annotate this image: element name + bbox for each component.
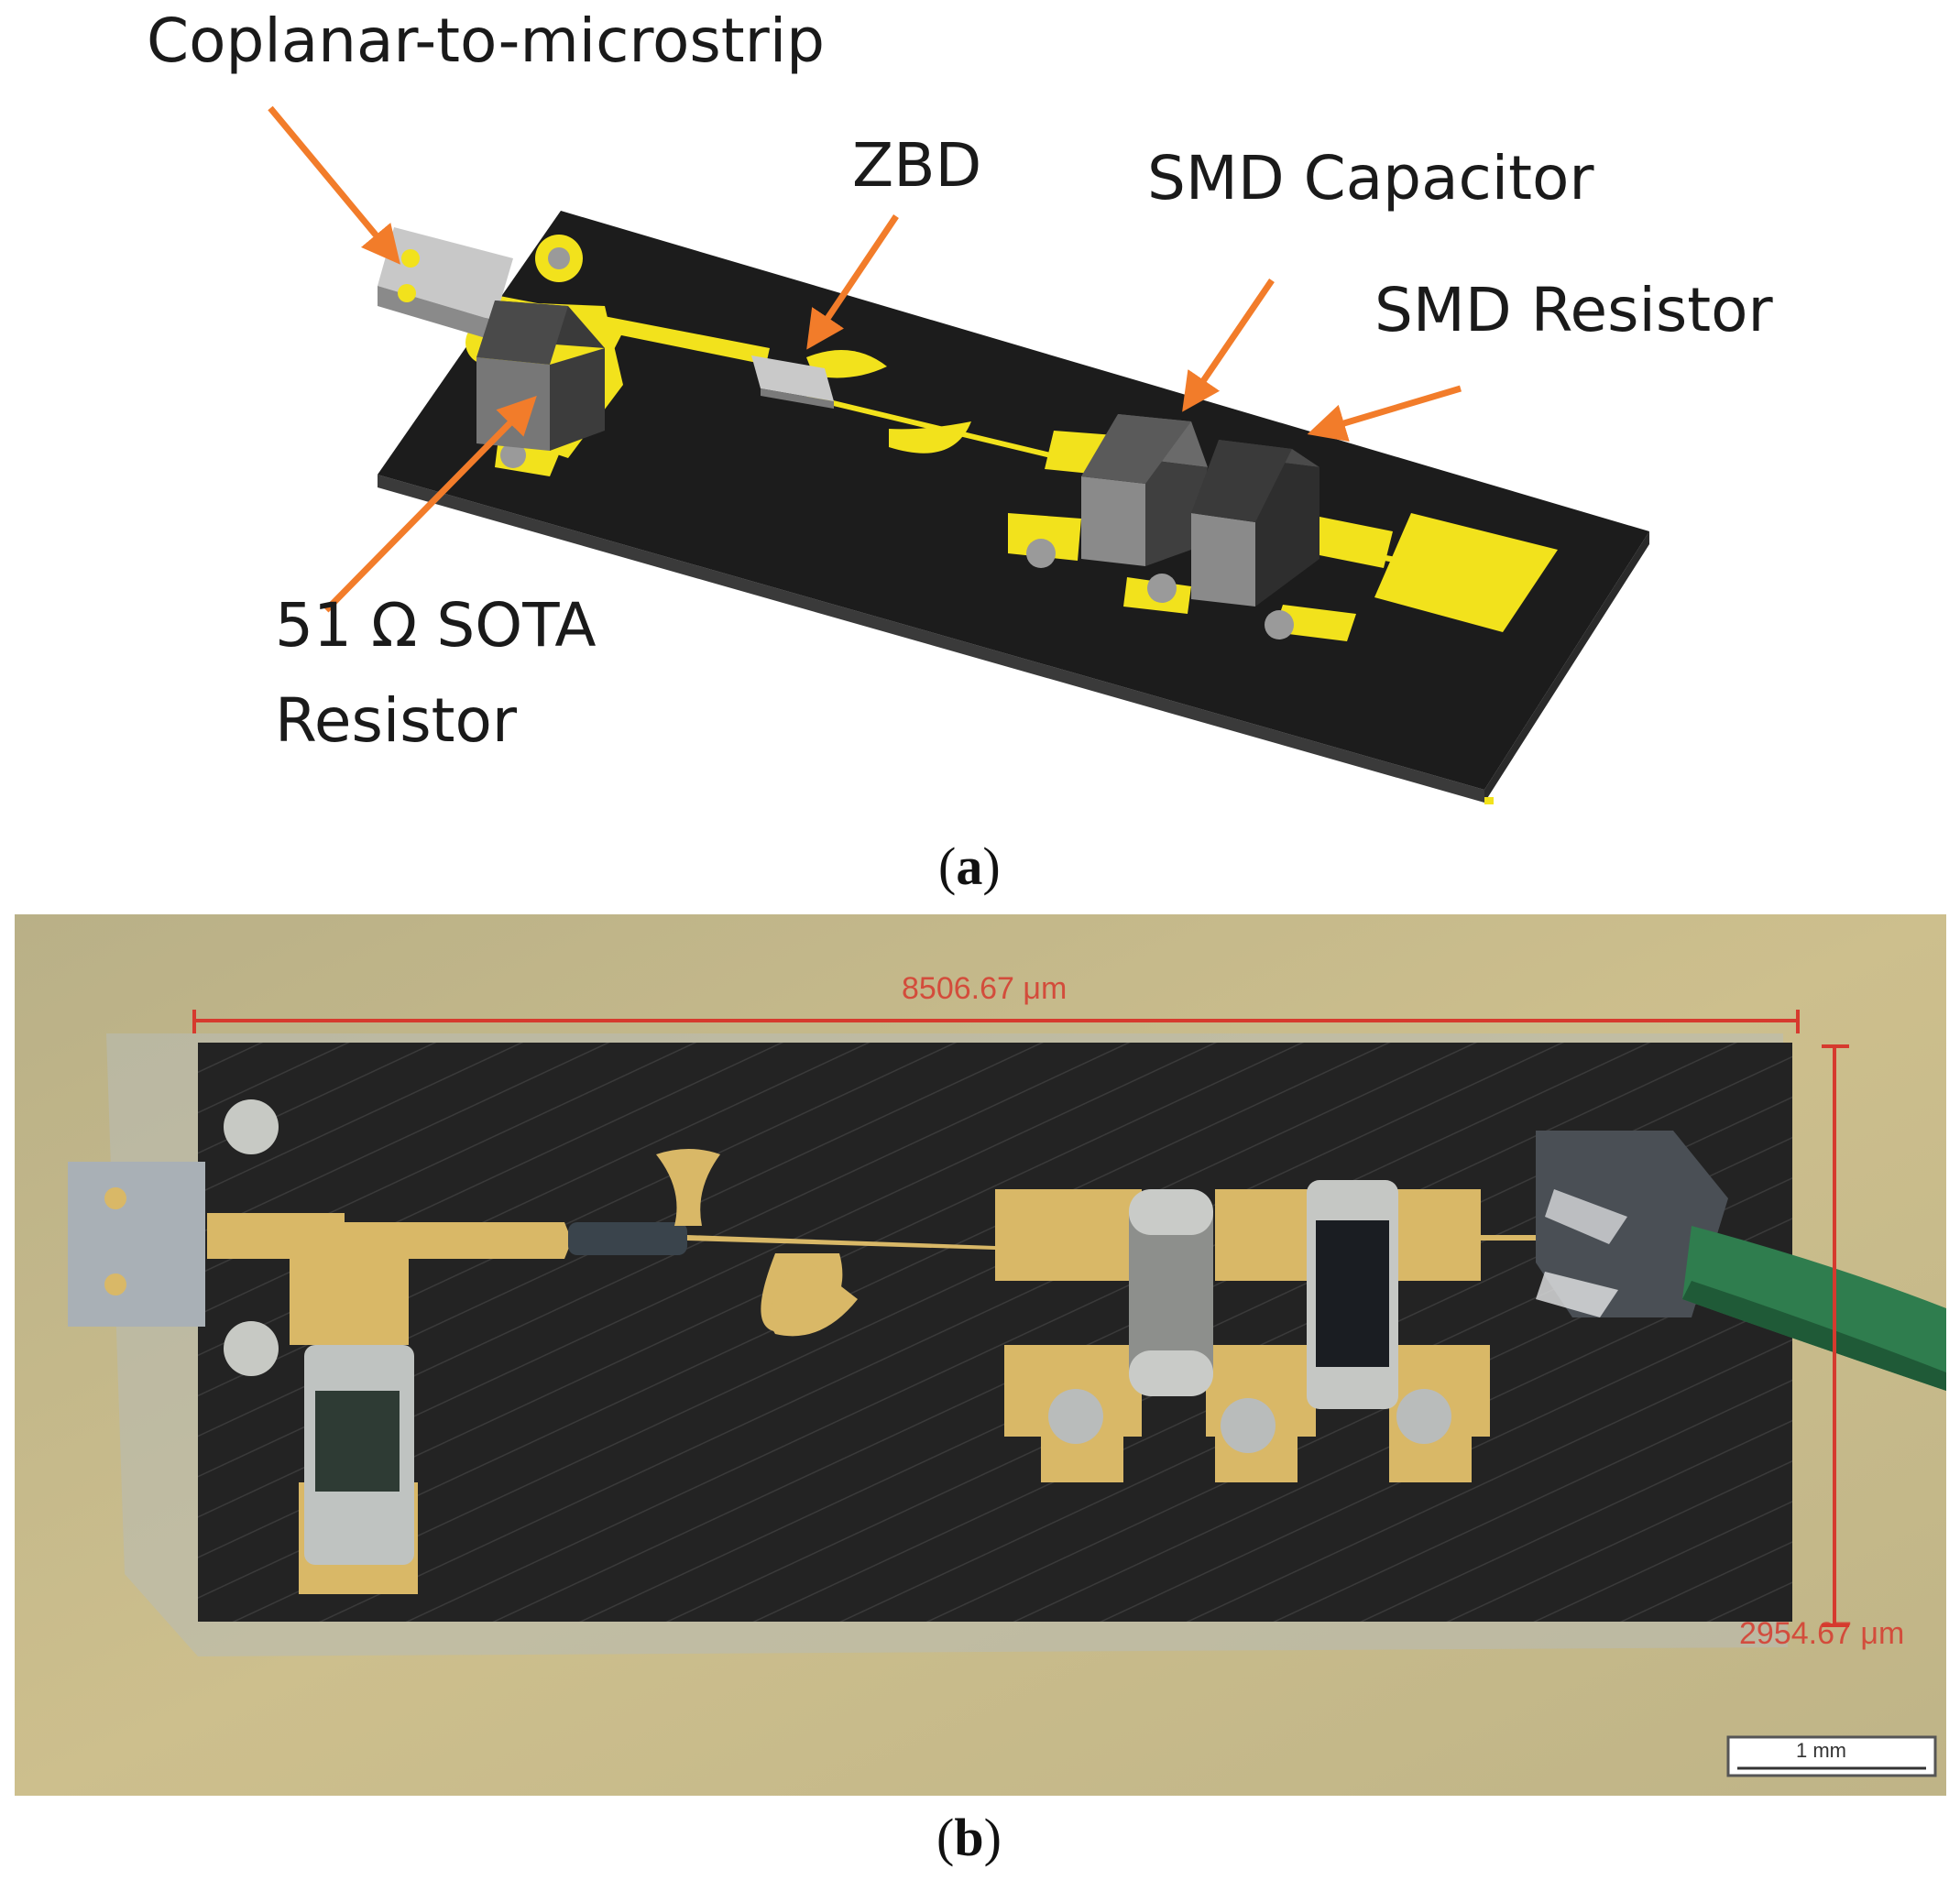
micrograph-drawing <box>15 914 1946 1796</box>
sota-resistor-core <box>315 1391 400 1492</box>
via-left-top <box>224 1099 279 1154</box>
smd-capacitor-end <box>1129 1350 1213 1396</box>
via-solder <box>1221 1398 1276 1453</box>
smd-capacitor-front <box>1081 476 1145 566</box>
sota-resistor-side <box>550 348 605 451</box>
smd-resistor-core <box>1316 1220 1389 1367</box>
smd-capacitor-cap <box>1081 414 1191 484</box>
silver-epoxy-highlight <box>1545 1189 1627 1244</box>
via-pad <box>500 443 526 468</box>
thin-trace <box>687 1235 995 1250</box>
smd-pad <box>1274 605 1356 641</box>
smd-resistor-front <box>1191 513 1255 607</box>
zbd-chip <box>751 355 834 401</box>
smd-capacitor <box>1129 1189 1213 1396</box>
output-pad <box>1374 513 1558 632</box>
panel-a-3d-model <box>268 105 1649 804</box>
via-pad <box>1026 539 1056 568</box>
label-zbd: ZBD <box>852 130 982 201</box>
via-pad <box>398 284 416 302</box>
caption-a: (a) <box>938 836 1001 896</box>
via-pad <box>401 249 420 268</box>
launcher-via <box>104 1187 126 1209</box>
smd-pad <box>1008 513 1081 561</box>
thin-line <box>806 394 1081 465</box>
via-pad <box>1265 610 1294 639</box>
circuit-hatch <box>198 1043 1792 1622</box>
arrow-zbd <box>806 214 899 350</box>
arrow-smd-capacitor <box>1182 279 1275 412</box>
panel-b-micrograph: 8506.67 μm 2954.67 μm 1 mm <box>15 914 1946 1796</box>
via-solder <box>1048 1389 1103 1444</box>
via-hole <box>548 247 570 269</box>
substrate-top <box>378 211 1649 790</box>
label-smd-capacitor: SMD Capacitor <box>1147 143 1594 213</box>
silver-epoxy <box>1536 1131 1728 1317</box>
substrate-side <box>1484 531 1649 803</box>
label-sota-line2: Resistor <box>275 685 517 756</box>
label-coplanar: Coplanar-to-microstrip <box>147 5 826 76</box>
smd-resistor-cap <box>1191 440 1292 522</box>
smd-pad-upper-right <box>1389 1189 1481 1281</box>
substrate-edge-gold <box>1484 797 1494 804</box>
sota-resistor-cap <box>476 301 568 365</box>
launcher-via <box>104 1273 126 1295</box>
zbd-chip-side <box>761 388 834 409</box>
coplanar-launcher <box>68 1162 205 1327</box>
smd-pad-upper-left <box>995 1189 1142 1281</box>
output-trace <box>1481 1235 1536 1241</box>
scale-bar-label: 1 mm <box>1796 1739 1846 1762</box>
smd-capacitor-end <box>1129 1189 1213 1235</box>
sota-resistor-front <box>476 357 550 451</box>
caption-b: (b) <box>936 1808 1002 1867</box>
zbd-diode <box>568 1222 687 1255</box>
width-measure-label: 8506.67 μm <box>902 971 1068 1006</box>
via-left-mid <box>224 1321 279 1376</box>
radial-stub-top <box>806 350 887 378</box>
caption-a-letter: a <box>956 836 983 896</box>
label-smd-resistor: SMD Resistor <box>1374 275 1773 345</box>
output-line <box>1354 550 1416 566</box>
left-gold-trace <box>207 1213 572 1345</box>
via-solder <box>1396 1389 1451 1444</box>
substrate-edge <box>378 475 1484 803</box>
via-pad <box>1147 574 1177 603</box>
label-sota-line1: 51 Ω SOTA <box>275 590 597 661</box>
smd-pad-upper-mid <box>1215 1189 1316 1281</box>
caption-b-letter: b <box>954 1808 984 1867</box>
stub-bottom-fan <box>770 1255 858 1337</box>
stub-top <box>656 1149 720 1226</box>
arrow-coplanar <box>268 105 400 265</box>
arrow-smd-resistor <box>1307 385 1462 443</box>
silver-epoxy-highlight <box>1536 1272 1618 1317</box>
arrow-sota <box>323 396 537 613</box>
green-wire-shade <box>1682 1281 1946 1391</box>
height-measure-label: 2954.67 μm <box>1739 1616 1905 1651</box>
smd-capacitor-body <box>1134 458 1208 566</box>
